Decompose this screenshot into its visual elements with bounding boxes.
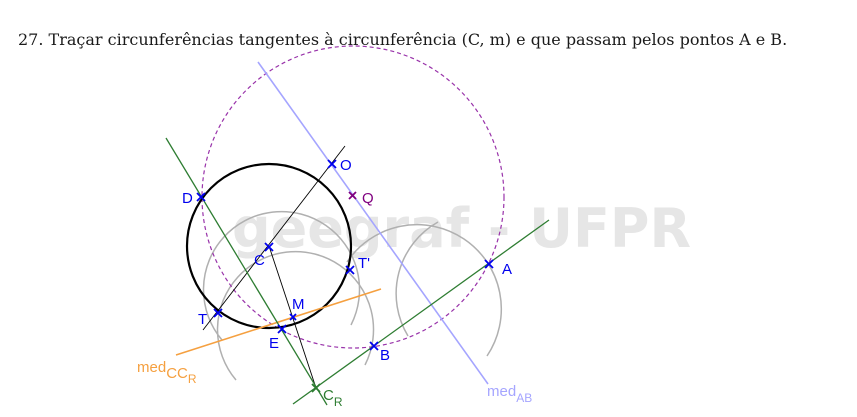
label-C: C xyxy=(254,252,265,269)
label-B: B xyxy=(380,347,390,364)
label-med-ab: medAB xyxy=(487,383,532,405)
point-M-marker xyxy=(289,313,297,321)
point-C-marker xyxy=(264,242,274,252)
green-lines xyxy=(165,137,550,406)
label-CR: CR xyxy=(323,387,343,409)
label-E: E xyxy=(269,335,279,352)
point-T-marker xyxy=(213,308,223,318)
med-cc-line xyxy=(175,288,382,356)
given-circle xyxy=(185,162,353,330)
point-markers xyxy=(196,159,494,393)
label-med-cc: medCCR xyxy=(137,359,197,386)
med-ab-line xyxy=(257,61,489,385)
label-M: M xyxy=(292,296,305,313)
watermark: geegraf - UFPR xyxy=(232,197,691,260)
label-med-cc-sub2: R xyxy=(188,372,197,386)
label-med-ab-sub: AB xyxy=(516,391,532,405)
arc-gray-3 xyxy=(395,221,439,337)
label-CR-main: C xyxy=(323,387,334,404)
construction-arcs xyxy=(202,210,503,381)
point-A-marker xyxy=(484,259,494,269)
label-D: D xyxy=(182,190,193,207)
point-O-marker xyxy=(327,159,337,169)
arc-gray-2 xyxy=(216,250,375,381)
label-med-ab-main: med xyxy=(487,383,516,400)
point-labels: O Q D C T' T M E A B xyxy=(182,157,512,364)
label-med-cc-sub1: CC xyxy=(166,365,188,382)
label-med-cc-main: med xyxy=(137,359,166,376)
label-Q: Q xyxy=(362,190,374,207)
label-A: A xyxy=(502,261,512,278)
line-T-O xyxy=(202,145,346,331)
line-D-CR xyxy=(165,137,328,406)
arc-gray-1 xyxy=(202,210,361,341)
label-T: T xyxy=(198,311,207,328)
problem-title: 27. Traçar circunferências tangentes à c… xyxy=(18,30,788,49)
label-Tprime: T' xyxy=(358,255,370,272)
point-D-marker xyxy=(196,192,206,202)
line-A-B xyxy=(292,219,550,405)
point-E-marker xyxy=(277,324,287,334)
point-B-marker xyxy=(369,341,379,351)
dashed-circle xyxy=(201,45,505,349)
point-Q-marker xyxy=(348,191,357,200)
point-CR-marker xyxy=(311,383,321,393)
arc-gray-4 xyxy=(346,223,503,357)
label-CR-sub: R xyxy=(334,395,343,409)
label-O: O xyxy=(340,157,352,174)
point-Tprime-marker xyxy=(345,265,355,275)
